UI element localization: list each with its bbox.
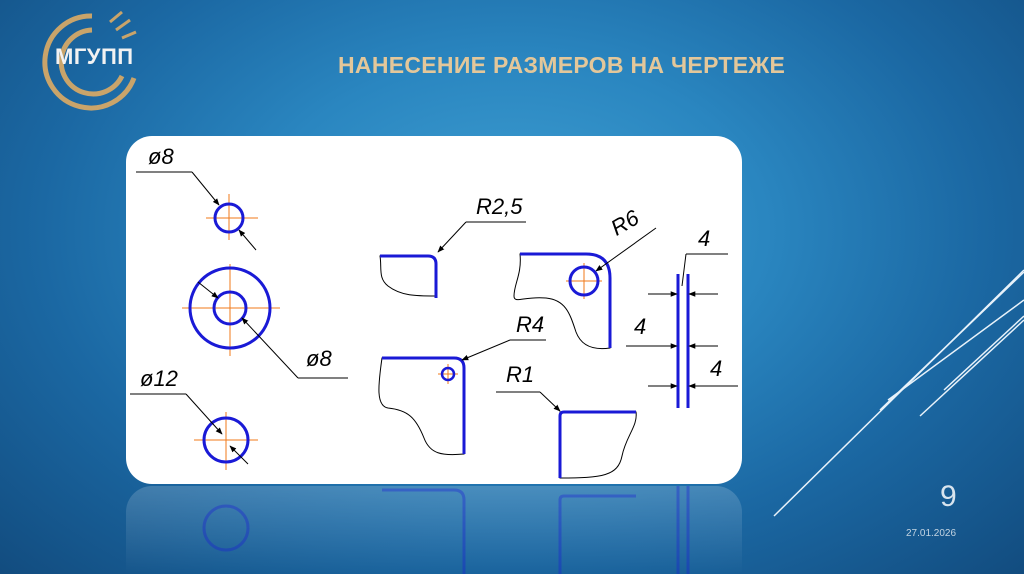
label-4-bot: 4 [710,356,722,381]
label-d8-ring: ø8 [306,346,332,371]
label-4-top: 4 [698,226,710,251]
label-d12: ø12 [140,366,178,391]
label-r4: R4 [516,312,544,337]
strip-width-4: 4 4 4 [626,226,738,408]
shape-r4: R4 [378,312,546,456]
mgupp-logo [42,10,137,111]
slide-number: 9 [940,480,957,513]
logo-text: МГУПП [55,44,134,69]
card-reflection [126,486,742,574]
shape-r1: R1 [496,362,637,479]
label-d8-top: ø8 [148,144,174,169]
drawing-card: ø8 ø8 ø12 R2,5 [126,136,742,484]
ring-d8: ø8 [182,264,348,379]
technical-drawing: ø8 ø8 ø12 R2,5 [130,144,738,479]
label-r1: R1 [506,362,534,387]
label-r25: R2,5 [476,194,523,219]
circle-d12: ø12 [130,366,258,470]
slide-date: 27.01.2026 [906,528,957,539]
decorative-lines [773,269,1024,517]
shape-r25: R2,5 [379,194,526,298]
page-title: НАНЕСЕНИЕ РАЗМЕРОВ НА ЧЕРТЕЖЕ [338,52,786,78]
circle-d8-top: ø8 [136,144,258,251]
label-4-mid: 4 [634,314,646,339]
label-r6: R6 [606,204,644,240]
